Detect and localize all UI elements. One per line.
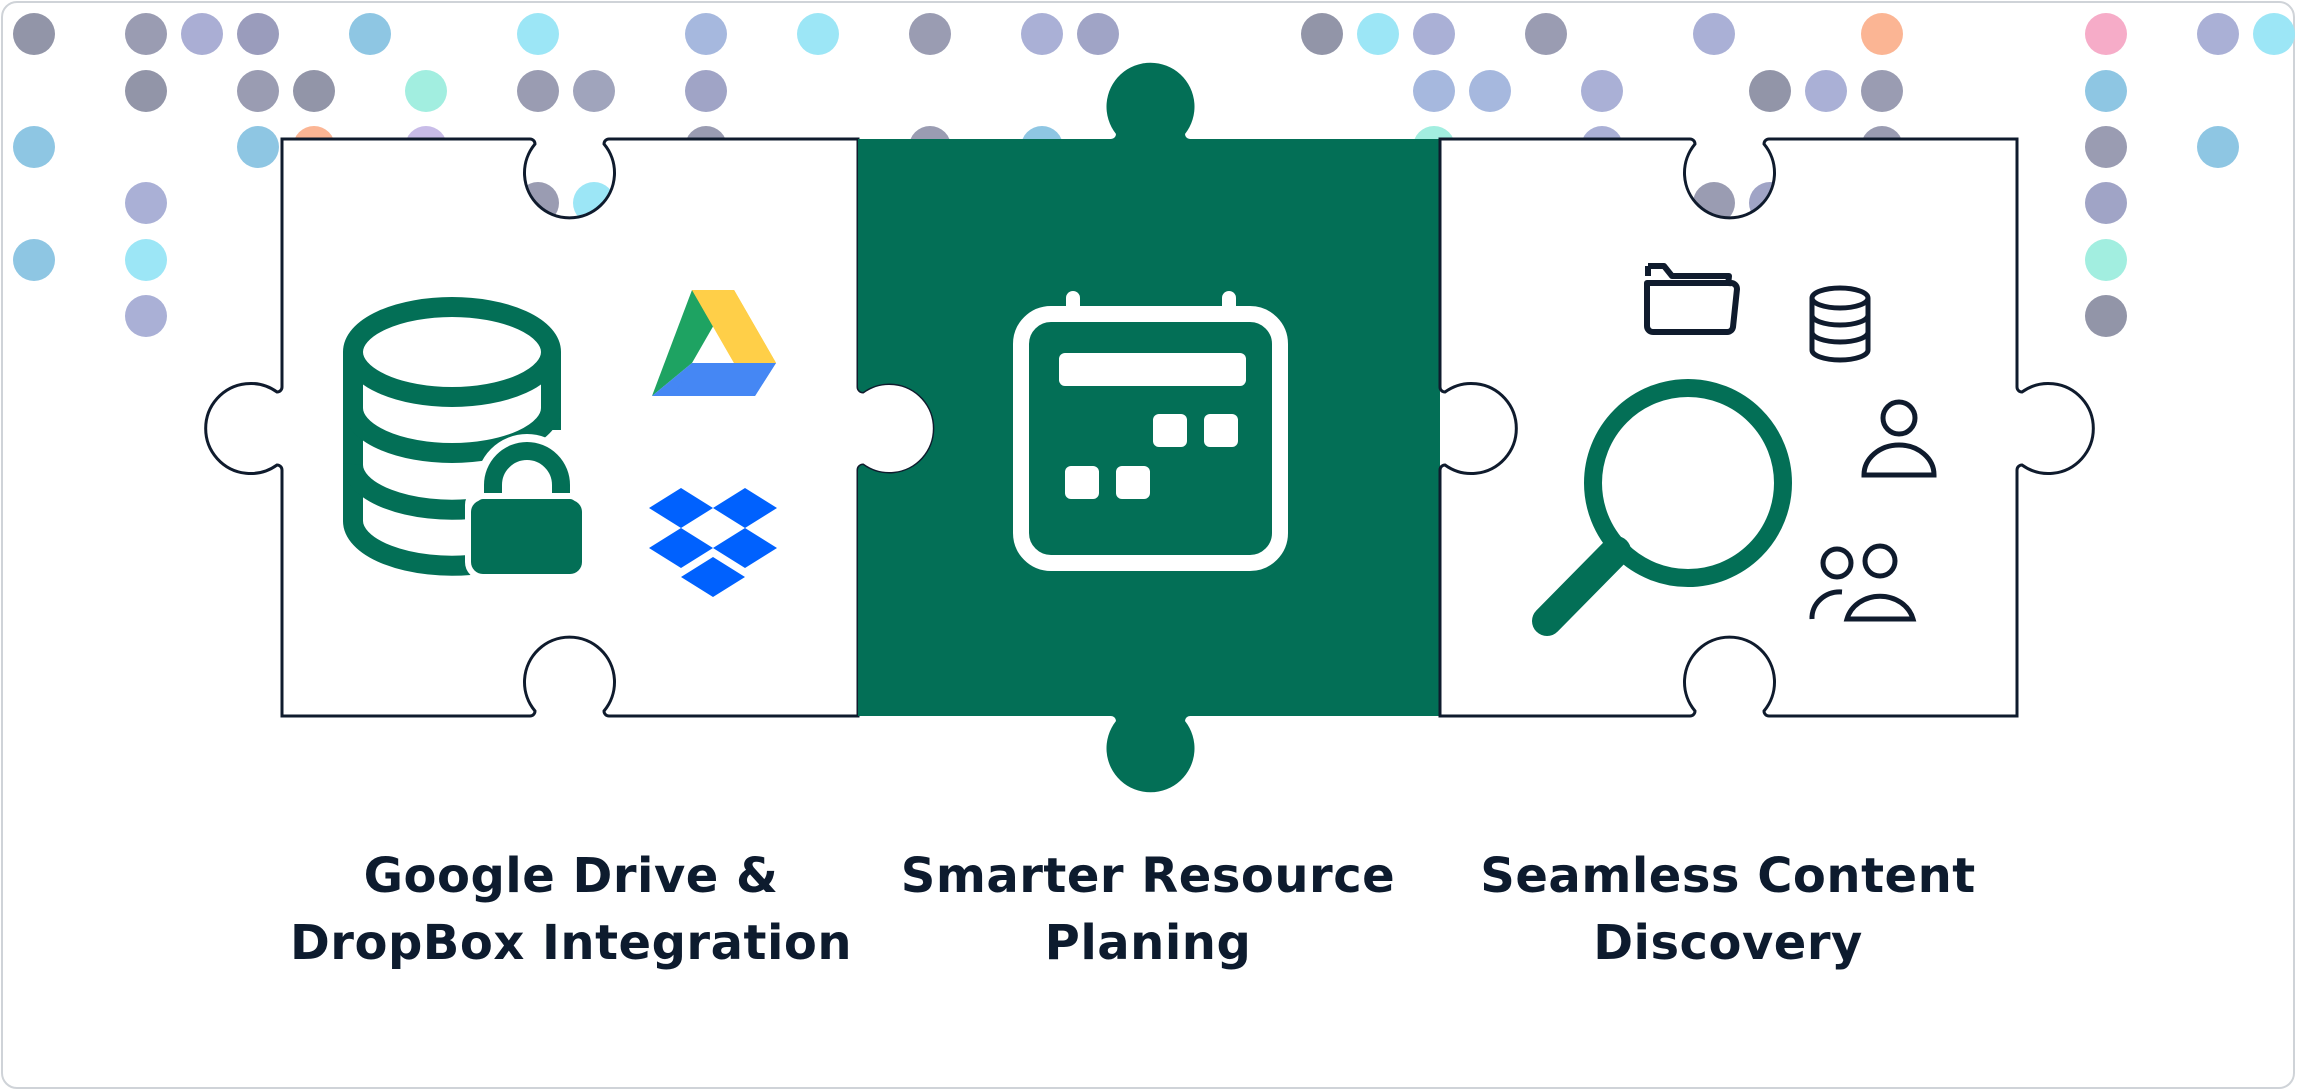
user-icon [1861,399,1937,478]
dot-pattern [13,13,2295,337]
dot-14 [1525,13,1567,55]
dot-4 [349,13,391,55]
dot-12 [1357,13,1399,55]
dot-11 [1301,13,1343,55]
dot-39 [2085,182,2127,224]
caption-integration: Google Drive & DropBox Integration [271,843,871,977]
dot-25 [573,70,615,112]
users-icon [1809,543,1917,622]
dot-10 [1077,13,1119,55]
dot-0 [13,13,55,55]
dot-13 [1413,13,1455,55]
puzzle-piece-discovery [1438,137,2095,718]
caption-planning-line-2: Planing [1044,915,1252,971]
dot-5 [517,13,559,55]
dot-42 [2085,239,2127,281]
dot-9 [1021,13,1063,55]
dot-38 [125,182,167,224]
dot-7 [797,13,839,55]
dot-16 [1861,13,1903,55]
dot-44 [2085,295,2127,337]
database-icon [1809,285,1871,363]
puzzle-piece-integration-outline [204,137,936,718]
caption-integration-line-1: Google Drive & [363,848,779,904]
dot-36 [2085,126,2127,168]
dropbox-icon [649,488,777,597]
dot-31 [1805,70,1847,112]
dot-33 [2085,70,2127,112]
dot-32 [1861,70,1903,112]
dot-37 [2197,126,2239,168]
dot-40 [13,239,55,281]
dot-26 [685,70,727,112]
dot-43 [125,295,167,337]
database-lock-icon [343,297,588,580]
caption-discovery-line-2: Discovery [1593,915,1863,971]
caption-planning: Smarter Resource Planing [848,843,1448,977]
dot-6 [685,13,727,55]
dot-35 [237,126,279,168]
calendar-icon [1013,291,1288,571]
dot-2 [181,13,223,55]
puzzle-piece-planning-shape [858,62,1440,793]
dot-8 [909,13,951,55]
dot-15 [1693,13,1735,55]
puzzle-piece-integration [204,137,936,718]
magnifier-icon [1532,379,1792,636]
dot-24 [517,70,559,112]
dot-28 [1469,70,1511,112]
caption-discovery-line-1: Seamless Content [1480,848,1976,904]
caption-planning-line-1: Smarter Resource [900,848,1396,904]
caption-discovery: Seamless Content Discovery [1428,843,2028,977]
dot-41 [125,239,167,281]
dot-34 [13,126,55,168]
dot-23 [405,70,447,112]
dot-22 [293,70,335,112]
dot-17 [2085,13,2127,55]
google-drive-icon [652,290,776,396]
dot-30 [1749,70,1791,112]
caption-integration-line-2: DropBox Integration [289,915,853,971]
dot-29 [1581,70,1623,112]
dot-3 [237,13,279,55]
dot-19 [2253,13,2295,55]
folder-icon [1644,263,1740,335]
dot-27 [1413,70,1455,112]
dot-18 [2197,13,2239,55]
dot-21 [237,70,279,112]
puzzle-piece-planning [858,62,1440,793]
dot-1 [125,13,167,55]
dot-20 [125,70,167,112]
